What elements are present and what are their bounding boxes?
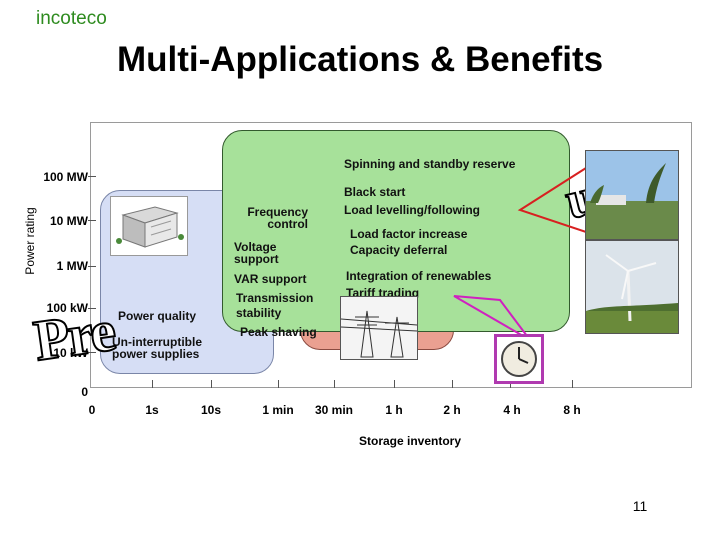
y-label-zero: 0: [81, 385, 88, 399]
x-label-4h: 4 h: [503, 403, 521, 417]
x-label-8h: 8 h: [563, 403, 581, 417]
watermark-left: Pre: [29, 297, 119, 374]
y-label-100kw: 100 kW: [46, 301, 88, 315]
y-axis-title: Power rating: [23, 207, 37, 275]
black-start-label: Black start Load levelling/following: [344, 185, 481, 217]
x-tick: [334, 380, 335, 388]
y-tick: [88, 352, 96, 353]
y-tick: [88, 176, 96, 177]
x-label-2h: 2 h: [443, 403, 461, 417]
x-label-1h: 1 h: [385, 403, 403, 417]
x-tick: [452, 380, 453, 388]
y-tick: [88, 220, 96, 221]
landscape-photo: [585, 150, 679, 240]
clock-hand: [518, 358, 529, 364]
ups-label: Un-interruptible power supplies: [112, 335, 202, 361]
spinning-reserve-label: Spinning and standby reserve: [344, 157, 516, 171]
x-tick: [152, 380, 153, 388]
x-label-10s: 10s: [200, 403, 222, 417]
load-factor-label: Load factor increase Capacity deferral: [350, 227, 468, 257]
x-label-1s: 1s: [145, 403, 159, 417]
peak-shaving-label: Peak shaving: [240, 325, 317, 339]
slide-title: Multi-Applications & Benefits: [116, 40, 604, 79]
building-icon: [110, 196, 188, 256]
frequency-control-label: Frequency control: [247, 205, 308, 231]
x-tick: [394, 380, 395, 388]
x-label-1min: 1 min: [262, 403, 294, 417]
y-tick: [88, 308, 96, 309]
x-tick: [278, 380, 279, 388]
clock-photo: [494, 334, 544, 384]
brand-name: incoteco: [36, 8, 107, 29]
x-tick: [572, 380, 573, 388]
y-label-10kw: 10 kW: [53, 346, 88, 360]
transmission-stability-label: Transmission stability: [236, 291, 314, 320]
y-label-10mw: 10 MW: [49, 214, 88, 228]
x-tick: [211, 380, 212, 388]
y-label-1mw: 1 MW: [56, 259, 88, 273]
page-number: 11: [632, 498, 648, 514]
power-lines-photo: [340, 296, 418, 360]
var-support-label: VAR support: [234, 272, 307, 286]
y-tick: [88, 266, 96, 267]
x-axis-title: Storage inventory: [358, 434, 462, 448]
x-tick: [510, 380, 511, 388]
x-label-30min: 30 min: [314, 403, 353, 417]
power-quality-label: Power quality: [118, 309, 197, 323]
voltage-support-label: Voltage support: [234, 240, 279, 266]
y-label-100mw: 100 MW: [43, 170, 88, 184]
wind-turbine-photo: [585, 240, 679, 334]
x-label-0: 0: [88, 403, 96, 417]
